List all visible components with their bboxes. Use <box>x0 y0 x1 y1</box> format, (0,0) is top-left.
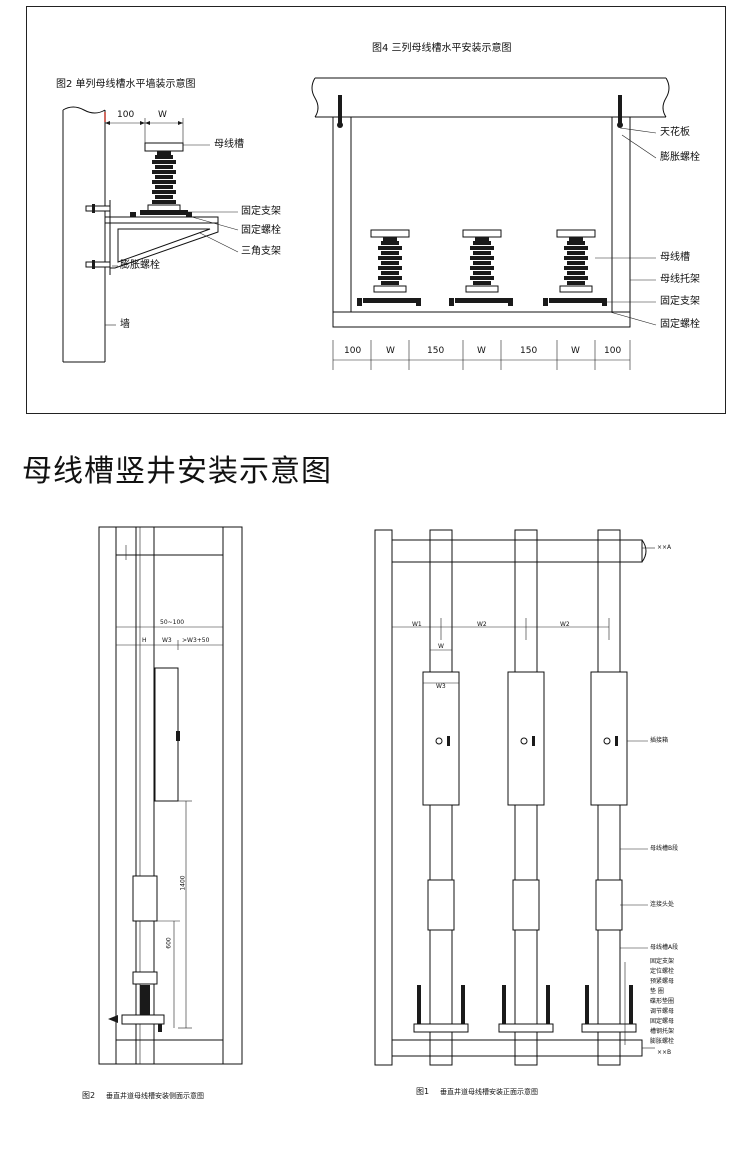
front-label-fix-nut: 固定螺母 <box>650 1018 675 1025</box>
side-dim-1400: 1400 <box>179 875 187 891</box>
top-diagram-drawing <box>62 77 670 370</box>
side-view-busway <box>108 526 180 1065</box>
fig4-dim-6: 100 <box>604 346 622 356</box>
side-dim-600: 600 <box>165 937 173 949</box>
fig2-label-expansion-bolt: 膨胀螺栓 <box>120 260 160 271</box>
fig2-label-busway: 母线槽 <box>214 139 244 150</box>
side-dim-w3plus: >W3+50 <box>182 637 210 644</box>
fig4-leaders <box>595 127 657 326</box>
fig4-dim-3: W <box>477 346 486 356</box>
front-dim-w3: W3 <box>436 683 446 690</box>
fig4-label-fix-bolt: 固定螺栓 <box>660 319 700 330</box>
fig2-label-triangle-bracket: 三角支架 <box>241 246 281 257</box>
front-label-steel-tray: 槽钢托架 <box>650 1028 675 1035</box>
front-label-washer: 垫 圈 <box>650 988 664 995</box>
fig4-label-expansion-bolt: 膨胀螺栓 <box>660 152 700 163</box>
front-label-segment-b: 母线槽B段 <box>650 845 679 852</box>
front-label-spring-pad: 碟形垫圈 <box>650 998 675 1005</box>
front-label-joint: 连接头处 <box>650 901 675 908</box>
front-label-top-floor: ××A <box>657 544 672 551</box>
fig4-dim-0: 100 <box>344 346 362 356</box>
front-dim-w: W <box>438 643 444 650</box>
section-title: 母线槽竖井安装示意图 <box>22 454 332 489</box>
front-view-leaders <box>620 547 655 1049</box>
fig4-dim-2: 150 <box>427 346 445 356</box>
side-caption-num: 图2 <box>82 1091 96 1100</box>
fig2-dim-w: W <box>158 110 167 120</box>
fig2-dim-100: 100 <box>117 110 135 120</box>
fig2-busway <box>130 142 192 220</box>
fig4-dim-1: W <box>386 346 395 356</box>
fig4-title: 图4 三列母线槽水平安装示意图 <box>372 43 512 54</box>
front-view-busway-1 <box>413 529 469 1066</box>
fig4-dim-4: 150 <box>520 346 538 356</box>
fig2-label-fix-bolt: 固定螺栓 <box>241 225 281 236</box>
front-label-fix-bracket: 固定支架 <box>650 958 675 965</box>
front-caption-num: 图1 <box>416 1087 430 1096</box>
front-view-busway-3 <box>581 529 637 1066</box>
front-label-lock-nut: 预紧螺母 <box>650 978 675 985</box>
fig4-label-busway: 母线槽 <box>660 252 690 263</box>
front-dim-w1: W1 <box>412 621 422 628</box>
fig2-triangle-bracket <box>104 200 219 275</box>
fig4-dimension-line <box>332 340 631 370</box>
fig2-leaders <box>105 144 239 326</box>
fig4-busway-3 <box>543 229 607 306</box>
fig4-dim-5: W <box>571 346 580 356</box>
fig2-expansion-bolts <box>85 204 111 269</box>
front-label-position-bolt: 定位螺栓 <box>650 968 675 975</box>
top-diagram-frame <box>26 6 726 414</box>
front-dim-w2a: W2 <box>477 621 487 628</box>
side-dim-w3: W3 <box>162 637 172 644</box>
front-label-expansion-bolt: 膨胀螺栓 <box>650 1038 675 1045</box>
front-label-plug-box: 插接箱 <box>650 737 669 744</box>
fig4-label-fix-bracket: 固定支架 <box>660 296 700 307</box>
front-view-dimensions <box>392 618 610 684</box>
fig2-title: 图2 单列母线槽水平墙装示意图 <box>56 79 196 90</box>
ceiling-slab <box>311 77 670 118</box>
side-view-dimensions <box>116 545 223 1029</box>
fig4-busway-2 <box>449 229 513 306</box>
front-dim-w2b: W2 <box>560 621 570 628</box>
front-label-bottom-floor: ××B <box>657 1049 672 1056</box>
front-label-adjust-bolt: 调节螺母 <box>650 1008 675 1015</box>
fig4-label-ceiling: 天花板 <box>660 127 690 138</box>
side-caption: 垂直井道母线槽安装侧面示意图 <box>106 1092 204 1100</box>
fig4-busway-1 <box>357 229 421 306</box>
front-label-segment-a: 母线槽A段 <box>650 944 679 951</box>
fig4-label-busway-tray: 母线托架 <box>660 274 700 285</box>
side-dim-top: 50~100 <box>160 619 185 626</box>
fig2-label-wall: 墙 <box>120 319 130 330</box>
ceiling-hangers <box>332 95 631 328</box>
wall-column <box>62 106 106 363</box>
front-view-busway-2 <box>498 529 554 1066</box>
fig2-label-fix-bracket: 固定支架 <box>241 206 281 217</box>
side-view-shaft <box>98 526 243 1065</box>
side-dim-h: H <box>142 637 147 644</box>
front-caption: 垂直井道母线槽安装正面示意图 <box>440 1088 538 1096</box>
